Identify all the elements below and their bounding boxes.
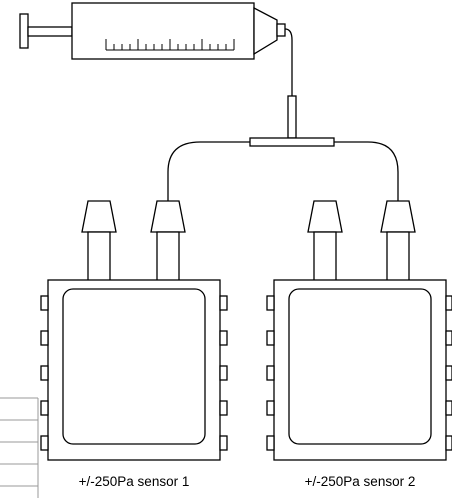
syringe-nozzle <box>253 6 278 56</box>
syringe-plunger-plate <box>19 13 29 49</box>
sensor-2-label: +/-250Pa sensor 2 <box>305 474 416 489</box>
table-fragment <box>0 397 39 498</box>
syringe-graduations <box>105 39 235 51</box>
syringe-plunger-rod <box>27 26 73 37</box>
tee-stem <box>287 95 297 139</box>
tube-tee-to-sensor-1 <box>167 141 250 201</box>
sensor-1: +/-250Pa sensor 1 <box>40 200 228 489</box>
syringe <box>19 2 286 60</box>
syringe-barrel <box>71 2 255 60</box>
sensor-2-port-right <box>380 200 416 283</box>
syringe-tip <box>276 23 286 37</box>
tee-crossbar <box>249 137 335 147</box>
sensor-2-inner-panel <box>288 288 432 445</box>
tubing <box>167 28 399 201</box>
sensor-1-pins-right <box>219 295 228 451</box>
sensor-1-port-right <box>150 200 186 283</box>
sensor-2-port-left <box>307 200 343 283</box>
sensor-2: +/-250Pa sensor 2 <box>266 200 452 489</box>
sensor-1-pins-left <box>40 295 49 451</box>
sensor-1-inner-panel <box>62 288 206 445</box>
sensor-2-pins-right <box>445 295 452 451</box>
sensor-2-pins-left <box>266 295 275 451</box>
tube-tee-to-sensor-2 <box>334 141 399 201</box>
tube-syringe-to-tee <box>284 28 293 96</box>
sensor-1-label: +/-250Pa sensor 1 <box>79 474 190 489</box>
sensor-1-port-left <box>81 200 117 283</box>
